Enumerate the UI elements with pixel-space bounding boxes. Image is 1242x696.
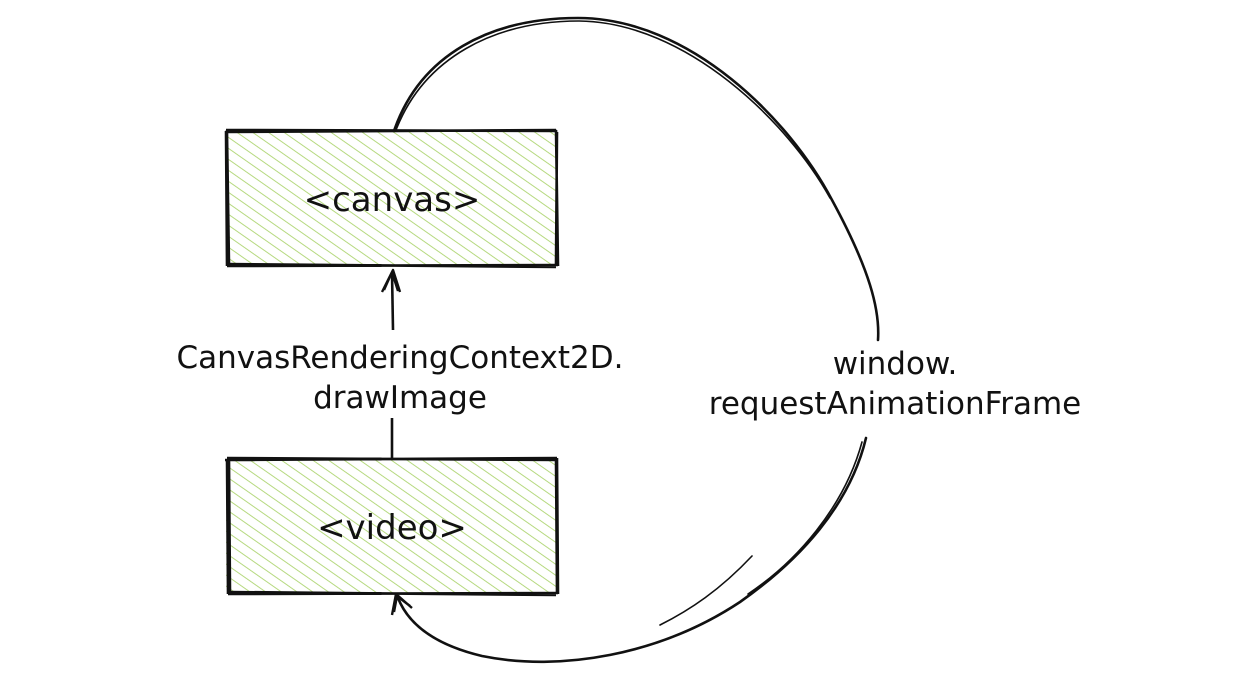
video-node-left-edge xyxy=(225,458,232,595)
video-node-fill xyxy=(226,459,558,594)
canvas-node-right-edge xyxy=(554,129,560,267)
draw-image-arrow-upper-line xyxy=(390,271,395,331)
video-node-right-edge xyxy=(554,457,560,595)
video-node-bottom-edge xyxy=(227,590,559,597)
canvas-node-left-edge xyxy=(224,130,231,267)
draw-image-label-line2: drawImage xyxy=(313,380,487,416)
loop-arrowhead xyxy=(390,592,413,616)
request-animation-frame-label-line1: window. xyxy=(832,346,958,382)
loop-arrow-lower-curve-sketch xyxy=(659,441,863,626)
video-node xyxy=(224,456,560,597)
loop-arrow-lower-curve xyxy=(396,436,868,664)
request-animation-frame-arrow xyxy=(390,16,880,664)
draw-image-label: CanvasRenderingContext2D. drawImage xyxy=(150,338,650,418)
request-animation-frame-label: window. requestAnimationFrame xyxy=(680,344,1110,424)
request-animation-frame-label-line2: requestAnimationFrame xyxy=(708,386,1082,422)
draw-image-arrow xyxy=(380,268,402,458)
canvas-node-top-edge xyxy=(224,128,558,134)
video-node-label: <video> xyxy=(317,508,467,548)
draw-image-label-line1: CanvasRenderingContext2D. xyxy=(176,340,624,376)
canvas-node-fill xyxy=(226,131,558,266)
loop-arrow-upper-curve-sketch xyxy=(395,20,831,199)
canvas-node-label: <canvas> xyxy=(303,180,481,220)
video-node-top-edge xyxy=(224,456,559,462)
canvas-node-bottom-edge xyxy=(226,262,559,269)
loop-arrow-upper-curve xyxy=(392,16,880,342)
canvas-node xyxy=(224,128,560,269)
draw-image-arrowhead xyxy=(380,268,402,293)
